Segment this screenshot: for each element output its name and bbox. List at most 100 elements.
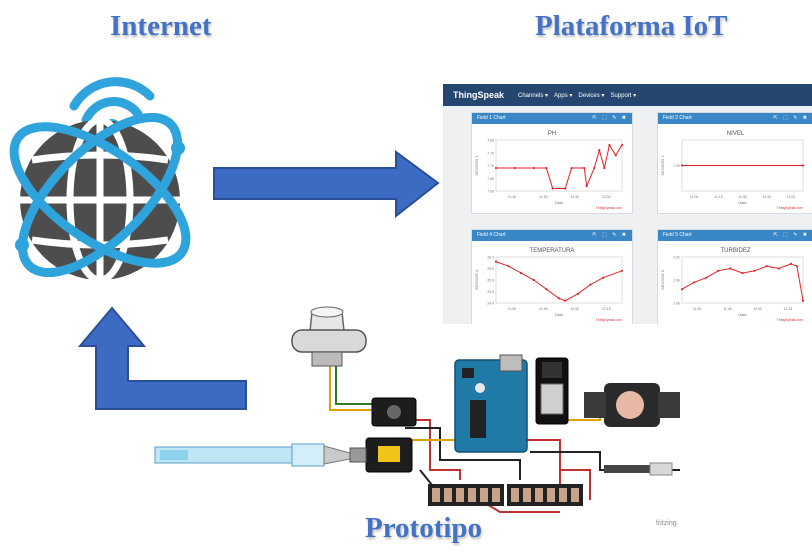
chart-title: NIVEL xyxy=(727,131,745,137)
y-tick-label: 7.65 xyxy=(487,177,494,181)
terminal-block-right xyxy=(507,484,583,506)
turbidity-sensor xyxy=(291,306,367,367)
series-point xyxy=(729,267,732,270)
series-point xyxy=(620,269,624,272)
x-tick-label: 11:15 xyxy=(508,195,517,199)
x-axis-label: Date xyxy=(738,312,747,317)
thingspeak-dashboard: ThingSpeak Channels ▾ Apps ▾ Devices ▾ S… xyxy=(443,84,812,324)
credit-label: ThingSpeak.com xyxy=(596,206,622,210)
x-tick-label: 12:00 xyxy=(602,195,611,199)
y-tick-label: 7.70 xyxy=(487,164,494,168)
y-tick-label: 7.75 xyxy=(487,151,494,155)
x-tick-label: 12:00 xyxy=(570,307,579,311)
internet-caption: Internet xyxy=(110,10,212,42)
y-tick-label: 24.5 xyxy=(487,290,494,294)
plot-area xyxy=(495,139,623,192)
series-point xyxy=(598,149,601,152)
series-point xyxy=(801,299,805,302)
series-point xyxy=(545,288,548,291)
x-tick-label: 11:30 xyxy=(693,307,702,311)
x-tick-label: 11:45 xyxy=(539,307,548,311)
series-point xyxy=(557,297,561,300)
y-tick-label: 7.60 xyxy=(487,190,494,194)
series-line xyxy=(495,261,623,302)
y-axis-label: SENSOR 2 xyxy=(660,155,665,176)
y-tick-label: 25.0 xyxy=(487,279,494,283)
credit-label: ThingSpeak.com xyxy=(596,318,622,322)
series-point xyxy=(603,166,606,170)
menu-channels[interactable]: Channels ▾ xyxy=(518,92,549,99)
series-line xyxy=(496,143,623,189)
y-axis-label: SENSOR 5 xyxy=(660,269,665,290)
plot-area xyxy=(681,256,804,304)
series-point xyxy=(620,144,624,147)
series-point xyxy=(585,184,588,187)
series-point xyxy=(795,265,799,268)
series-line xyxy=(681,263,804,301)
menu-support[interactable]: Support ▾ xyxy=(610,92,637,99)
series-point xyxy=(589,283,592,286)
temperature-probe xyxy=(604,462,673,476)
esp32-board xyxy=(535,357,569,425)
y-tick-label: 1.00 xyxy=(673,164,680,168)
x-axis-label: Date xyxy=(555,312,564,317)
y-tick-label: 2.0k xyxy=(673,256,680,260)
y-tick-label: 1.5k xyxy=(673,279,680,283)
x-tick-label: 12:00 xyxy=(753,307,762,311)
series-point xyxy=(680,288,684,291)
plot-area xyxy=(495,256,623,304)
x-tick-label: 12:00 xyxy=(787,195,796,199)
series-point xyxy=(753,269,756,272)
series-point xyxy=(680,164,684,167)
series-point xyxy=(583,166,586,170)
arrow-to-iot-platform xyxy=(213,150,440,219)
menu-apps[interactable]: Apps ▾ xyxy=(554,92,573,99)
y-axis-label: SENSOR 4 xyxy=(474,269,479,290)
series-point xyxy=(532,166,535,170)
panel-tools-icon[interactable]: ⇱ ⬚ ✎ ✖ xyxy=(592,115,628,121)
series-point xyxy=(520,272,523,275)
x-tick-label: 11:45 xyxy=(723,307,732,311)
series-point xyxy=(570,166,573,170)
y-tick-label: 1.0k xyxy=(673,302,680,306)
series-point xyxy=(608,144,611,147)
prototype-caption: Prototipo xyxy=(365,512,483,544)
x-tick-label: 11:30 xyxy=(539,195,548,199)
series-point xyxy=(532,278,535,282)
panel-tools-icon[interactable]: ⇱ ⬚ ✎ ✖ xyxy=(592,232,628,238)
panel-header: Field 4 Chart xyxy=(477,232,506,238)
iot-platform-caption: Plataforma IoT xyxy=(535,10,728,42)
y-tick-label: 7.80 xyxy=(487,139,494,143)
thingspeak-logo[interactable]: ThingSpeak xyxy=(453,90,505,100)
prototype-circuit xyxy=(154,306,680,513)
series-point xyxy=(693,281,696,284)
series-point xyxy=(602,276,605,279)
mini-chart: PH SENSOR 1 7.80 7.75 7.70 7.65 7.60 11:15 11:30… xyxy=(474,131,624,210)
chart-title: PH xyxy=(548,131,556,137)
credit-label: ThingSpeak.com xyxy=(777,206,803,210)
y-tick-label: 26.0 xyxy=(487,256,494,260)
chart-title: TURBIDEZ xyxy=(721,248,751,254)
panel-header: Field 1 Chart xyxy=(477,115,506,121)
series-point xyxy=(614,154,617,157)
orbit-rings-icon xyxy=(9,112,191,278)
series-point xyxy=(717,269,720,272)
terminal-block-left xyxy=(428,484,504,506)
menu-devices[interactable]: Devices ▾ xyxy=(578,92,605,99)
y-axis-label: SENSOR 1 xyxy=(474,155,479,176)
x-tick-label: 11:45 xyxy=(762,195,771,199)
series-point xyxy=(777,267,780,270)
panel-tools-icon[interactable]: ⇱ ⬚ ✎ ✖ xyxy=(773,115,809,121)
mini-chart: TURBIDEZ SENSOR 5 2.0k 1.5k 1.0k 11:30 11:45 12… xyxy=(660,248,805,322)
series-point xyxy=(507,265,510,268)
series-point xyxy=(789,262,792,265)
series-point xyxy=(705,276,708,279)
panel-tools-icon[interactable]: ⇱ ⬚ ✎ ✖ xyxy=(773,232,809,238)
orbit-node-icon xyxy=(15,238,29,252)
x-axis-label: Date xyxy=(555,200,564,205)
